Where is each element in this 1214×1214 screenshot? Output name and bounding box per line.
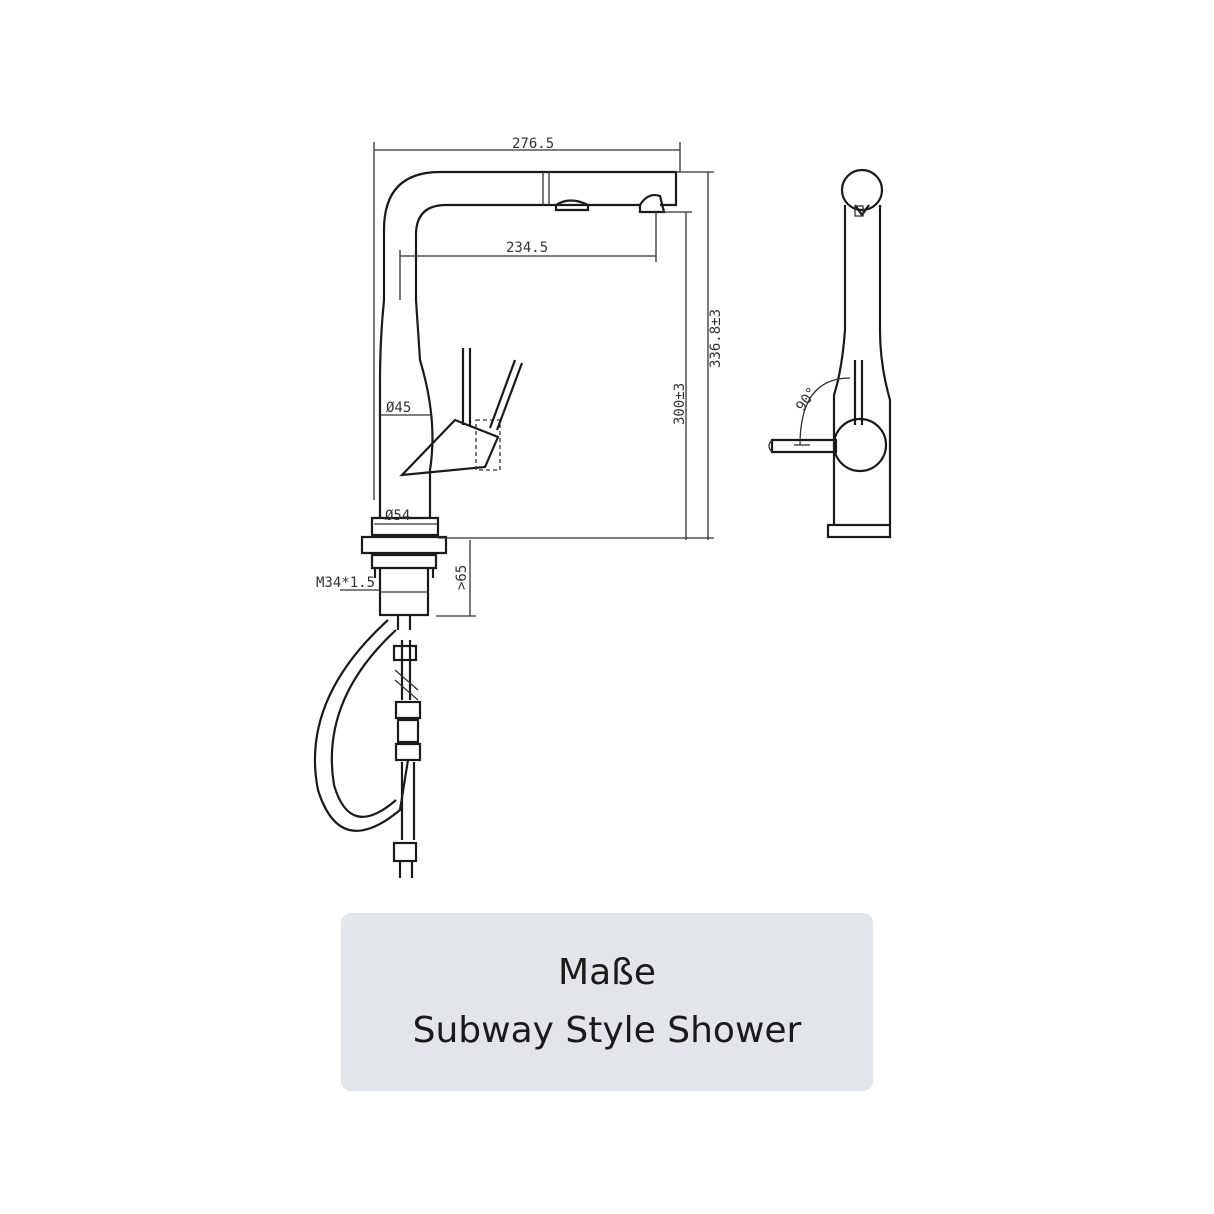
dim-height-total: 336.8±3 — [708, 309, 724, 368]
faucet-side-view — [768, 168, 892, 539]
dim-mount-thickness: >65 — [454, 565, 470, 590]
dim-thread: M34*1.5 — [316, 575, 375, 591]
dim-body-diameter: Ø45 — [386, 400, 411, 416]
dim-height-spout: 300±3 — [672, 383, 688, 425]
dim-reach-spout: 234.5 — [506, 240, 548, 256]
caption-box: Maße Subway Style Shower — [341, 913, 873, 1091]
caption-title: Maße — [558, 952, 656, 993]
dim-lever-angle: 90° — [793, 384, 821, 414]
caption-subtitle: Subway Style Shower — [412, 1010, 802, 1051]
dimension-lines — [340, 142, 714, 617]
supply-hoses — [313, 619, 422, 878]
faucet-front-view — [360, 170, 678, 630]
dim-reach-total: 276.5 — [512, 136, 554, 152]
dim-base-diameter: Ø54 — [385, 508, 410, 524]
faucet-technical-drawing: 276.5 234.5 336.8±3 300±3 Ø45 Ø54 M34*1.… — [313, 136, 892, 878]
